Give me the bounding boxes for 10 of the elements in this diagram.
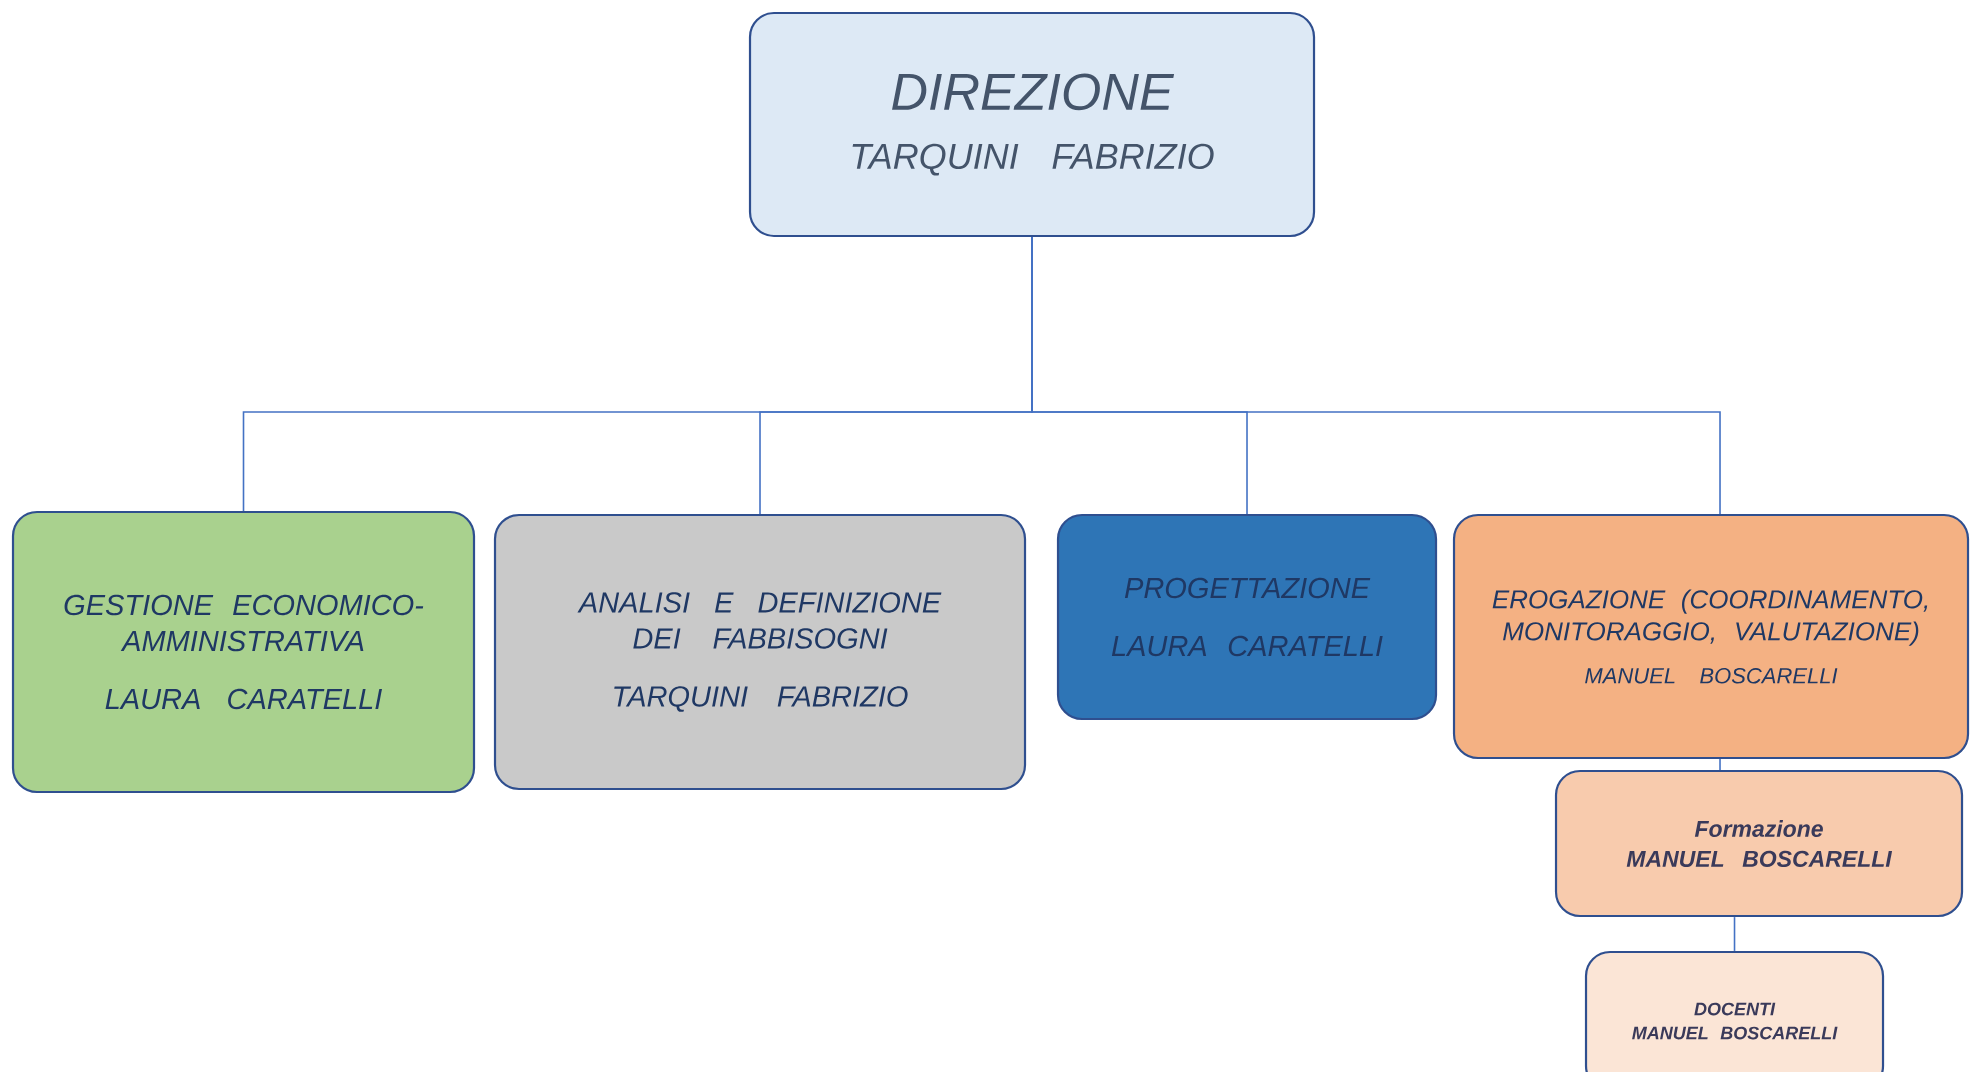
connector-line: [1719, 758, 1721, 771]
org-box: PROGETTAZIONE LAURA CARATELLI: [1056, 513, 1438, 721]
org-box: ANALISI E DEFINIZIONE DEI FABBISOGNI TARQUINI FABRIZIO: [493, 513, 1027, 791]
org-box: EROGAZIONE (COORDINAMENTO, MONITORAGGIO, VALUTAZIONE) MANUEL BOSCARELLI: [1452, 513, 1970, 760]
org-box: DOCENTI MANUEL BOSCARELLI: [1584, 950, 1885, 1072]
connector-line: [1031, 236, 1721, 515]
connector-line: [1733, 916, 1736, 952]
org-box: GESTIONE ECONOMICO-AMMINISTRATIVA LAURA CARATELLI: [11, 510, 476, 794]
org-box: Formazione MANUEL BOSCARELLI: [1554, 769, 1964, 918]
org-box: DIREZIONE TARQUINI FABRIZIO: [748, 11, 1316, 238]
